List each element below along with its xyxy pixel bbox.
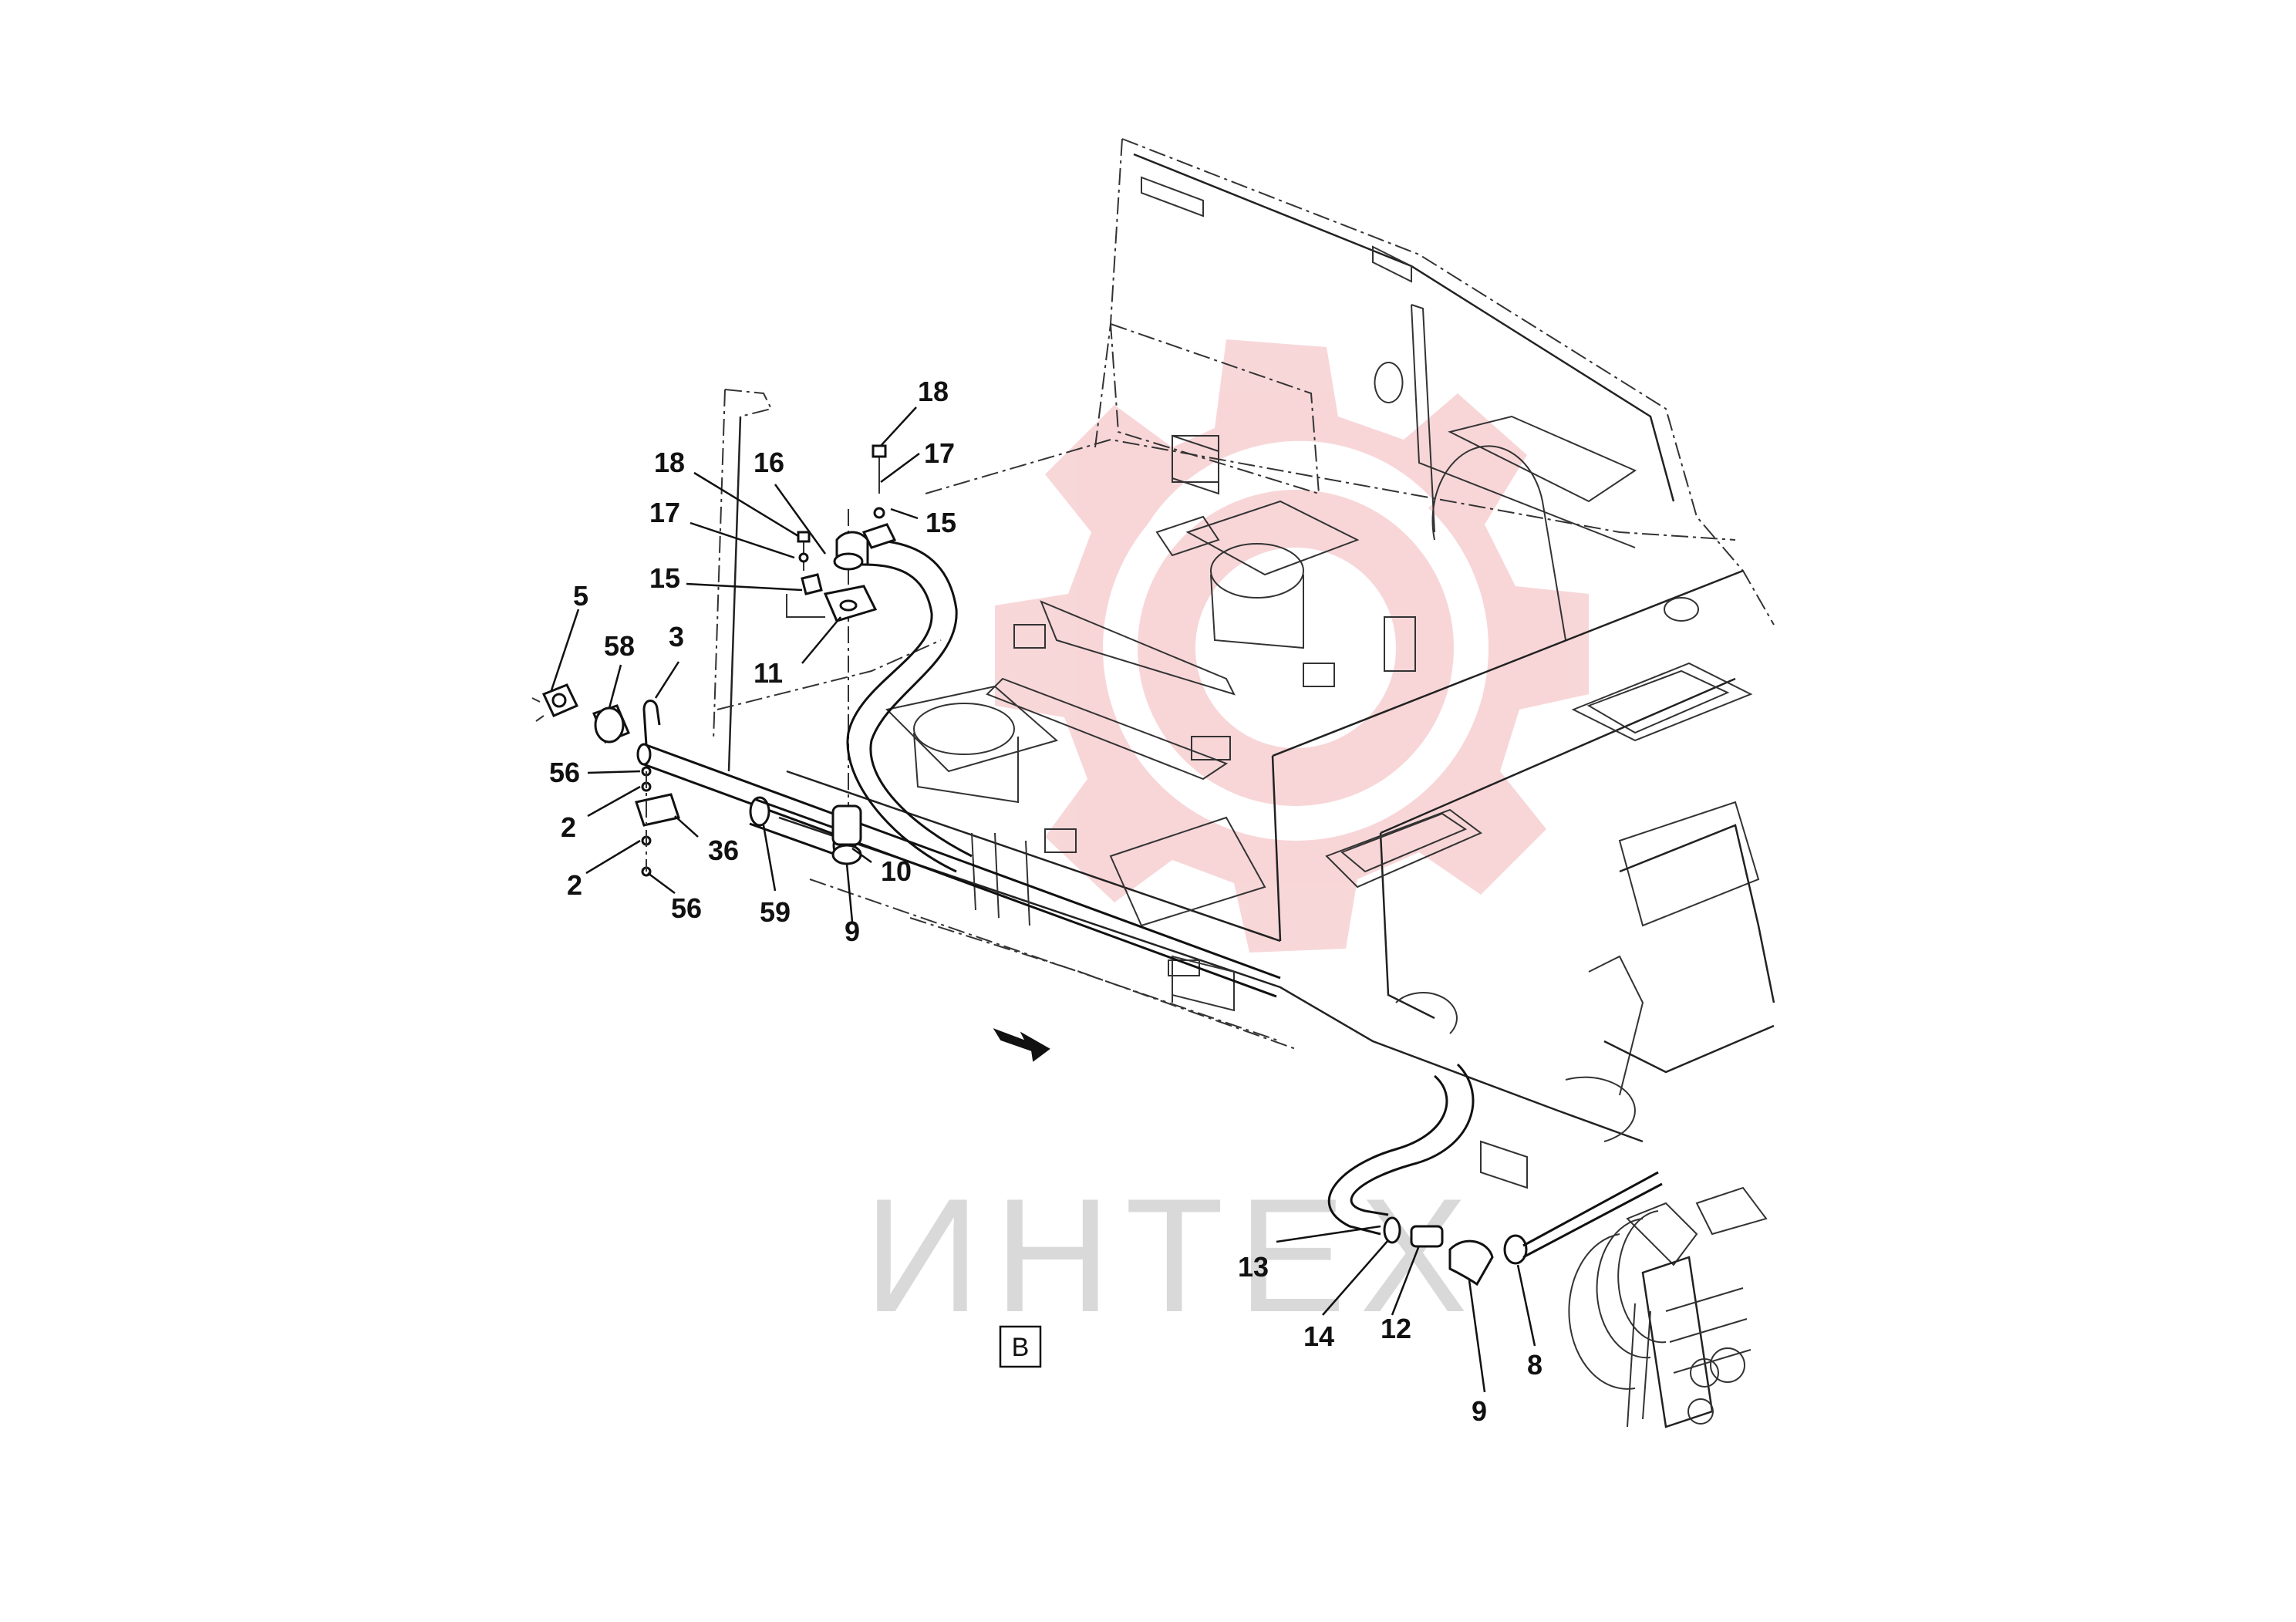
callouts: 18 17 15 18 16 17 15 5 58 3 11 56 2 36 2… bbox=[549, 376, 1542, 1427]
callout-3: 3 bbox=[669, 621, 684, 653]
view-label-box: B bbox=[999, 1325, 1042, 1368]
leader-lines bbox=[550, 406, 1536, 1393]
callout-15-upper: 15 bbox=[925, 507, 956, 538]
callout-12: 12 bbox=[1381, 1313, 1411, 1344]
callout-17-left: 17 bbox=[649, 497, 680, 528]
callout-16: 16 bbox=[754, 447, 784, 478]
callout-36: 36 bbox=[708, 835, 739, 866]
callout-13: 13 bbox=[1238, 1251, 1269, 1283]
watermark-text: ИНТЕХ bbox=[864, 1165, 1482, 1346]
callout-9-upper: 9 bbox=[845, 916, 860, 947]
callout-17-upper: 17 bbox=[924, 437, 955, 469]
callout-59: 59 bbox=[760, 896, 791, 928]
callout-56-upper: 56 bbox=[549, 757, 580, 788]
callout-10: 10 bbox=[881, 855, 912, 887]
left-parts bbox=[531, 683, 680, 877]
callout-5: 5 bbox=[573, 580, 588, 612]
callout-8: 8 bbox=[1527, 1349, 1542, 1381]
callout-2-upper: 2 bbox=[561, 811, 576, 843]
callout-56-lower: 56 bbox=[671, 892, 702, 924]
callout-15-left: 15 bbox=[649, 562, 680, 594]
callout-58: 58 bbox=[604, 630, 635, 662]
watermark-gear bbox=[995, 339, 1589, 953]
view-label: B bbox=[1012, 1333, 1030, 1362]
callout-9-lower: 9 bbox=[1472, 1395, 1487, 1427]
arrow-southeast-icon bbox=[993, 1028, 1050, 1062]
tubes bbox=[636, 444, 1663, 1286]
callout-14: 14 bbox=[1303, 1320, 1334, 1352]
callout-2-lower: 2 bbox=[567, 869, 582, 901]
callout-11: 11 bbox=[754, 657, 783, 689]
callout-18-upper: 18 bbox=[918, 376, 949, 407]
machine-frame bbox=[713, 138, 1775, 1428]
callout-18-left: 18 bbox=[654, 447, 685, 478]
